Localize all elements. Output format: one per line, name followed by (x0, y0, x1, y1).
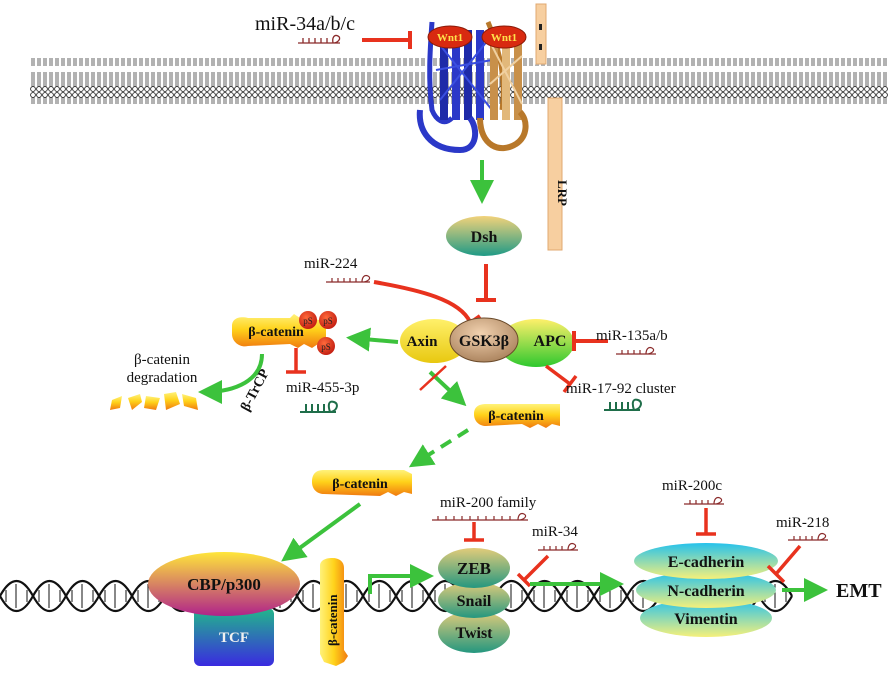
twist-protein (438, 611, 510, 653)
phospho-site-icon (319, 311, 337, 329)
apc-label: APC (534, 333, 567, 350)
snail-protein (438, 582, 510, 618)
mir34abc-inhibition (362, 31, 412, 49)
cbp-p300-protein (148, 552, 300, 616)
wnt1-ligand-right (481, 25, 527, 49)
n-cadherin-protein (636, 572, 776, 608)
mir218-inhibition (766, 544, 802, 584)
nuclear-translocation-arrow (408, 428, 470, 468)
mir455-inhibition (286, 348, 306, 374)
mir17-92-label: miR-17-92 cluster (566, 381, 676, 397)
ps1-label: pS (303, 316, 313, 326)
wnt1-ligand-left (427, 25, 473, 49)
mir200c-label: miR-200c (662, 478, 722, 494)
gsk3b-protein (449, 317, 519, 363)
snail-label: Snail (457, 593, 492, 610)
dsh-inhibition (476, 264, 496, 302)
phospho-site-icon (317, 337, 335, 355)
mir455-hairpin-icon (300, 400, 338, 413)
e-cadherin-protein (634, 543, 778, 579)
lrp-label: LRP (555, 180, 570, 206)
mir200family-label: miR-200 family (440, 495, 537, 511)
btrcp-degradation-arrow (198, 353, 264, 404)
axin-protein (400, 319, 468, 363)
vimentin-protein (640, 599, 772, 637)
lrp-receptor (535, 3, 563, 251)
mir34-label: miR-34 (532, 524, 578, 540)
tcf-protein (194, 608, 274, 666)
beta-catenin-free-label: β-catenin (488, 409, 544, 424)
blocked-pathway-cross-mark (419, 365, 447, 391)
apc-protein (498, 319, 574, 367)
mir34-hairpin-icon (538, 542, 578, 551)
wnt1-right-label: Wnt1 (491, 32, 517, 44)
ps2-label: pS (323, 316, 333, 326)
mir200c-hairpin-icon (684, 496, 724, 505)
phospho-site-icon (299, 311, 317, 329)
mir34-inhibition (516, 554, 550, 588)
ps3-label: pS (321, 342, 331, 352)
axin-label: Axin (407, 334, 439, 350)
mir17-92-hairpin-icon (604, 398, 642, 411)
cbp-label: CBP/p300 (187, 575, 261, 594)
mir135ab-hairpin-icon (616, 346, 656, 355)
tcf-label: TCF (219, 630, 249, 646)
mir224-label: miR-224 (304, 256, 358, 272)
complex-to-phos-arrow (346, 327, 399, 352)
apc-to-mir17-92-inhibition (544, 364, 578, 394)
mir200c-inhibition (696, 508, 716, 536)
mir224-hairpin-icon (326, 274, 371, 283)
beta-catenin-phos-label: β-catenin (248, 325, 304, 340)
beta-catenin-nuclear (312, 470, 412, 496)
dsh-label: Dsh (471, 229, 498, 246)
ncad-label: N-cadherin (667, 583, 744, 600)
beta-catenin-free (474, 404, 560, 428)
beta-catenin-dna-bound (320, 558, 348, 666)
dsh-protein (446, 216, 522, 256)
degradation-line1-label: β-catenin (134, 352, 190, 368)
wnt1-left-label: Wnt1 (437, 32, 463, 44)
vimentin-label: Vimentin (674, 611, 738, 628)
emt-label: EMT (836, 580, 882, 602)
mir34abc-hairpin-icon (298, 34, 341, 44)
beta-catenin-to-cbp-arrow (281, 502, 362, 562)
mir218-label: miR-218 (776, 515, 829, 531)
btrcp-label: β-TrCP (238, 367, 273, 414)
mir218-hairpin-icon (788, 532, 828, 541)
ecad-label: E-cadherin (668, 554, 745, 571)
degradation-line2-label: degradation (127, 370, 198, 386)
mir200family-inhibition (464, 522, 484, 542)
mir135ab-inhibition (572, 331, 608, 351)
mir135ab-label: miR-135a/b (596, 328, 668, 344)
zeb-label: ZEB (457, 559, 491, 578)
degraded-beta-catenin-fragments (110, 392, 198, 410)
beta-catenin-nuclear-label: β-catenin (332, 477, 388, 492)
gsk3b-label: GSK3β (459, 333, 509, 350)
mir34abc-label: miR-34a/b/c (255, 13, 355, 35)
transcription-start-arrow (368, 564, 434, 594)
twist-label: Twist (455, 625, 493, 642)
mir455-label: miR-455-3p (286, 380, 359, 396)
zeb-protein (438, 548, 510, 588)
beta-catenin-dna-label: β-catenin (325, 594, 340, 646)
mir200family-hairpin-icon (432, 512, 528, 521)
